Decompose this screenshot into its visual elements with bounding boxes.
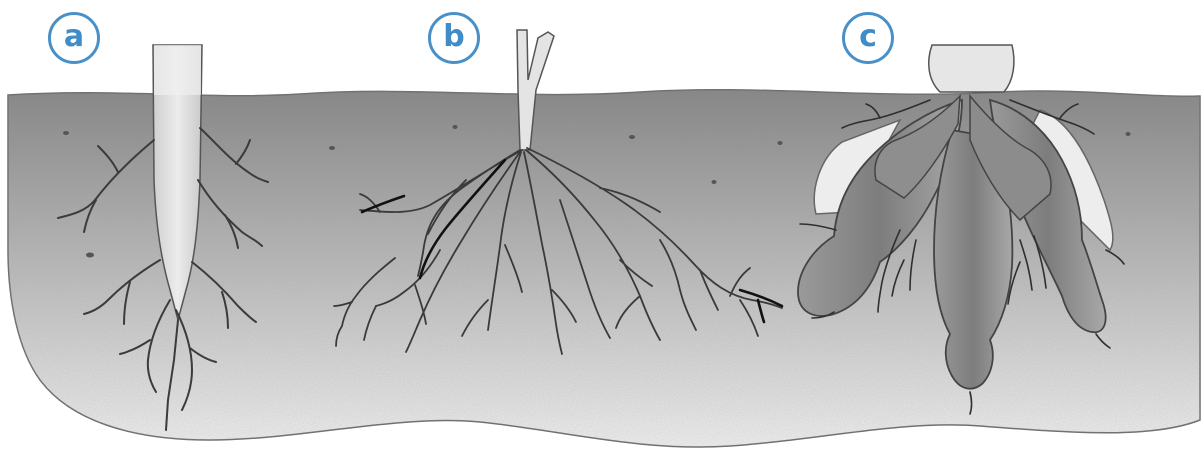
label-c-text: c — [842, 12, 894, 64]
panel-label-c: c — [842, 12, 894, 64]
label-b-text: b — [428, 12, 480, 64]
tuberous-stem — [929, 45, 1014, 92]
panel-label-a: a — [48, 12, 100, 64]
panel-label-b: b — [428, 12, 480, 64]
label-a-text: a — [48, 12, 100, 64]
